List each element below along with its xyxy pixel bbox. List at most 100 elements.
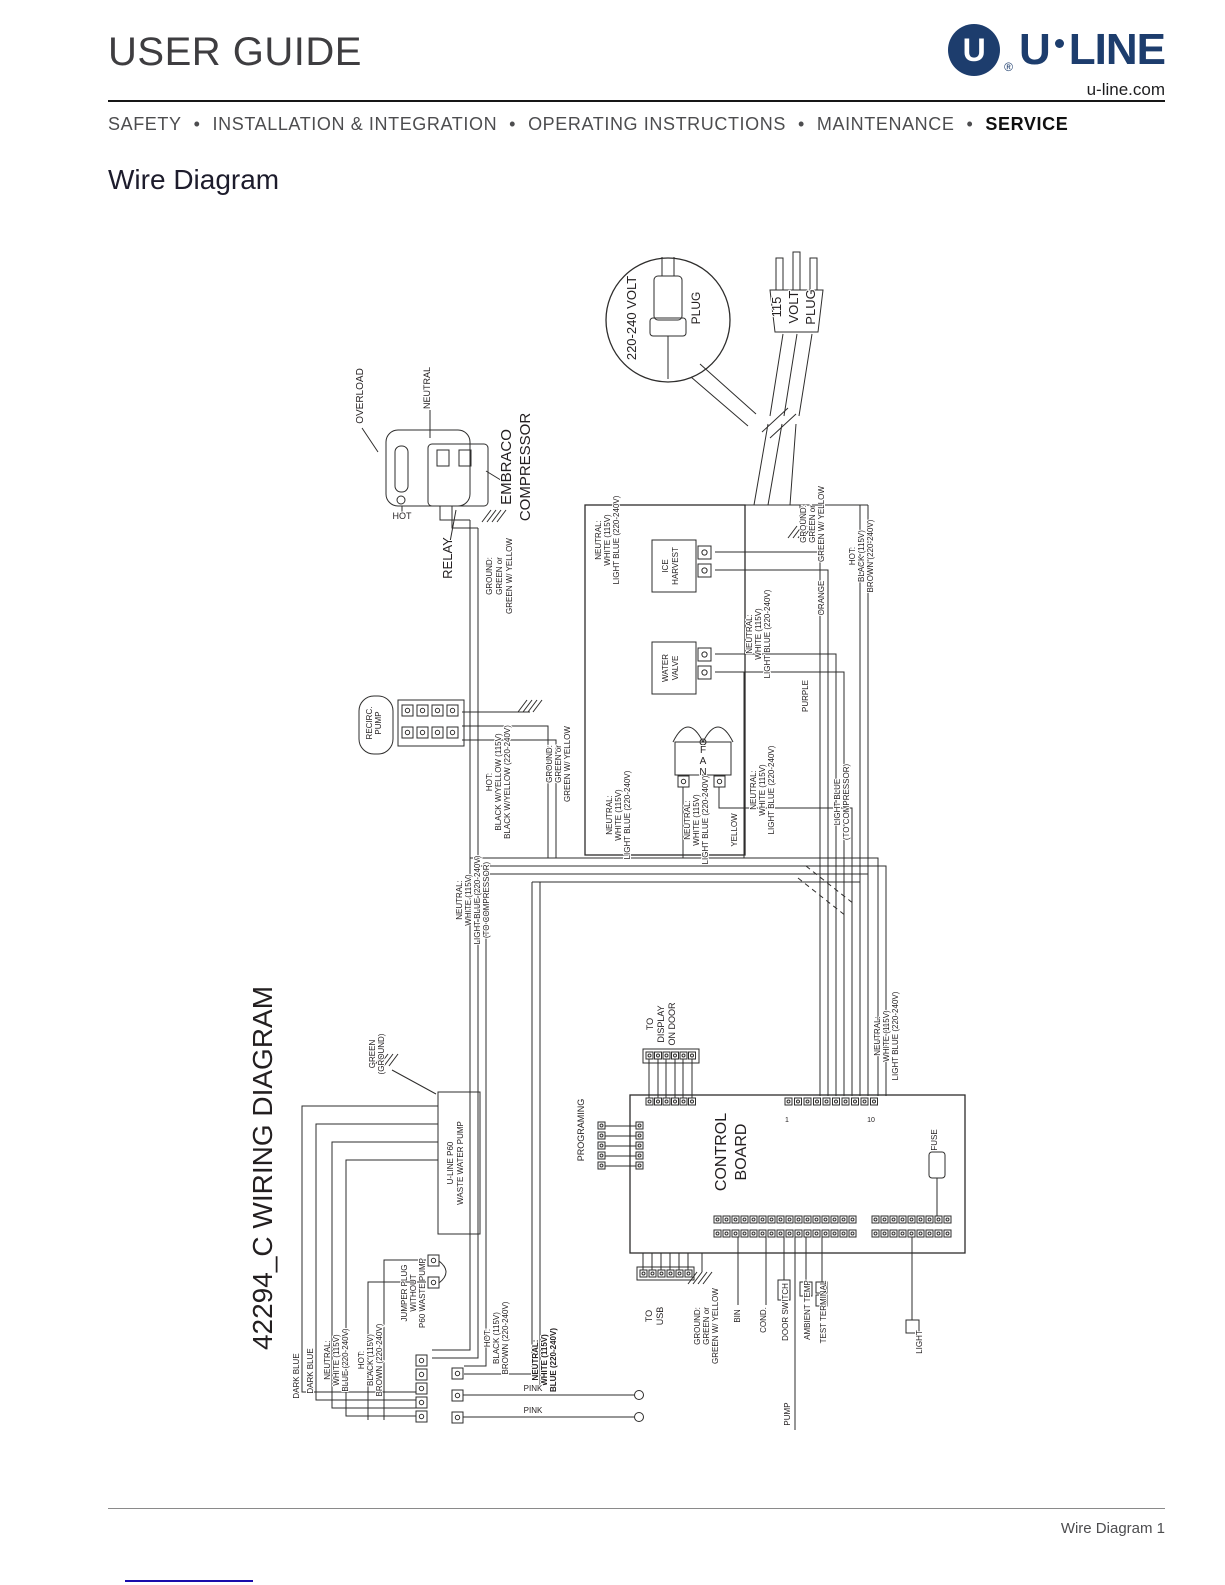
connector-pin xyxy=(431,726,444,739)
ice-harvest-box xyxy=(651,539,697,593)
connector-pin xyxy=(794,1215,803,1224)
footer-link-underline[interactable] xyxy=(125,1580,253,1582)
connector-pin xyxy=(785,1229,794,1238)
diagram-label-programing: PROGRAMING xyxy=(576,1099,586,1162)
connector-pin xyxy=(654,1097,662,1106)
connector-pin xyxy=(679,1051,688,1060)
connector-pin xyxy=(925,1215,934,1224)
overload-device xyxy=(394,445,409,493)
wordmark-u: U xyxy=(1018,25,1051,74)
connector-pin xyxy=(848,1229,857,1238)
connector-pin xyxy=(916,1229,925,1238)
recirc-pump-unit xyxy=(358,695,465,755)
water-valve-box xyxy=(651,641,697,695)
diagram-label-ground-compressor: GROUND:GREEN orGREEN W/ YELLOW xyxy=(485,538,514,614)
diagram-label-ground-board: GROUND:GREEN orGREEN W/ YELLOW xyxy=(693,1288,720,1364)
connector-pin xyxy=(415,1410,428,1423)
connector-pin xyxy=(767,1215,776,1224)
connector-pin xyxy=(401,726,414,739)
control-board-outline xyxy=(629,1048,966,1334)
connector-pin xyxy=(870,1097,878,1106)
connector-pin xyxy=(416,726,429,739)
section-nav: SAFETY•INSTALLATION & INTEGRATION•OPERAT… xyxy=(108,114,1068,135)
footer-page-label: Wire Diagram 1 xyxy=(1060,1520,1165,1537)
diagram-label-orange: ORANGE xyxy=(817,581,826,616)
diagram-label-pink-1: PINK xyxy=(524,1384,543,1393)
diagram-label-volt-220: 220-240 VOLT xyxy=(624,276,639,360)
doc-title: USER GUIDE xyxy=(108,30,362,74)
diagram-label-hot-compressor: HOT xyxy=(393,511,413,521)
nav-item-installation: INSTALLATION & INTEGRATION xyxy=(212,114,498,134)
diagram-label-purple: PURPLE xyxy=(801,680,810,712)
connector-pin xyxy=(889,1215,898,1224)
uline-logo-mark: U xyxy=(948,24,1001,76)
diagram-label-neutral-blue-left: NEUTRAL:WHITE (115V)BLUE (220-240V) xyxy=(323,1328,350,1391)
connector-pin xyxy=(635,1141,644,1150)
connector-pin xyxy=(713,1215,722,1224)
diagram-label-pump: PUMP xyxy=(783,1402,792,1425)
website-link[interactable]: u-line.com xyxy=(1086,80,1165,99)
diagram-label-test-terminal: TEST TERMINAL xyxy=(819,1280,828,1343)
diagram-label-door-switch: DOOR SWITCH xyxy=(781,1283,790,1341)
connector-pin xyxy=(648,1269,657,1278)
diagram-label-neutral-compressor: NEUTRAL xyxy=(422,367,432,409)
connector-pin xyxy=(416,704,429,717)
connector-pin xyxy=(654,1051,662,1060)
uline-logo-letter: U xyxy=(962,31,986,68)
diagram-label-neutral-fan-left: NEUTRAL:WHITE (115V)LIGHT BLUE (220-240V… xyxy=(605,770,632,859)
diagram-label-p60-pump: U-LINE P60WASTE WATER PUMP xyxy=(446,1121,465,1205)
nav-separator: • xyxy=(966,114,974,134)
connector-pin xyxy=(839,1229,848,1238)
diagram-label-dark-blue-2: DARK BLUE xyxy=(306,1348,315,1393)
diagram-label-bin: BIN xyxy=(733,1309,742,1323)
diagram-label-hot-brown-left: HOT:BLACK (115V)BROWN (220-240V) xyxy=(357,1323,384,1396)
jumper-plug-symbol xyxy=(438,1260,447,1284)
connector-pin xyxy=(597,1121,606,1130)
diagram-label-overload: OVERLOAD xyxy=(355,368,366,424)
connector-pin xyxy=(907,1215,916,1224)
nav-separator: • xyxy=(797,114,805,134)
nav-separator: • xyxy=(509,114,517,134)
connector-pin xyxy=(830,1215,839,1224)
connector-pin xyxy=(749,1229,758,1238)
connector-pin xyxy=(635,1161,644,1170)
nav-item-maintenance: MAINTENANCE xyxy=(816,114,955,134)
diagram-label-recirc-pump: RECIRC.PUMP xyxy=(365,707,383,740)
diagram-label-neutral-water-valve: NEUTRAL:WHITE (115V)LIGHT BLUE (220-240V… xyxy=(745,589,772,678)
connector-pin xyxy=(803,1215,812,1224)
connector-pin xyxy=(812,1229,821,1238)
connector-pin xyxy=(880,1215,889,1224)
diagram-label-hot-recirc: HOT:BLACK W/YELLOW (115V)BLACK W/YELLOW … xyxy=(485,725,512,839)
connector-pin xyxy=(666,1269,675,1278)
connector-pin xyxy=(785,1215,794,1224)
connector-pin xyxy=(675,1269,684,1278)
connector-pin xyxy=(645,1051,654,1060)
connector-pin xyxy=(415,1368,428,1381)
connector-pin xyxy=(813,1097,821,1106)
diagram-label-neutral-box-top: NEUTRAL:WHITE (115V)LIGHT BLUE (220-240V… xyxy=(594,495,621,584)
connector-pin xyxy=(822,1097,831,1106)
diagram-label-neutral-board-right: NEUTRAL:WHITE (115V)LIGHT BLUE (220-240V… xyxy=(873,991,900,1080)
registered-mark: ® xyxy=(1004,60,1013,74)
connector-pin xyxy=(597,1131,606,1140)
connector-pin xyxy=(639,1269,648,1278)
diagram-label-wiring-diagram-title: 42294_C WIRING DIAGRAM xyxy=(247,986,278,1350)
diagram-label-light: LIGHT xyxy=(915,1330,924,1354)
connector-pin xyxy=(446,726,459,739)
diagram-label-yellow: YELLOW xyxy=(730,813,739,847)
pink-wire-terminal xyxy=(634,1390,644,1400)
diagram-label-hot-brown-mid: HOT:BLACK (115V)BROWN (220-240V) xyxy=(483,1301,510,1374)
connector-pin xyxy=(898,1215,907,1224)
connector-pin xyxy=(671,1051,679,1060)
diagram-label-fuse: FUSE xyxy=(930,1129,939,1150)
diagram-label-pin-10: 10 xyxy=(867,1117,875,1124)
plug-115-volt xyxy=(769,251,824,333)
usb-connector xyxy=(636,1266,695,1281)
connector-pin xyxy=(722,1229,731,1238)
connector-pin xyxy=(794,1229,803,1238)
connector-pin xyxy=(415,1382,428,1395)
connector-pin xyxy=(832,1097,840,1106)
